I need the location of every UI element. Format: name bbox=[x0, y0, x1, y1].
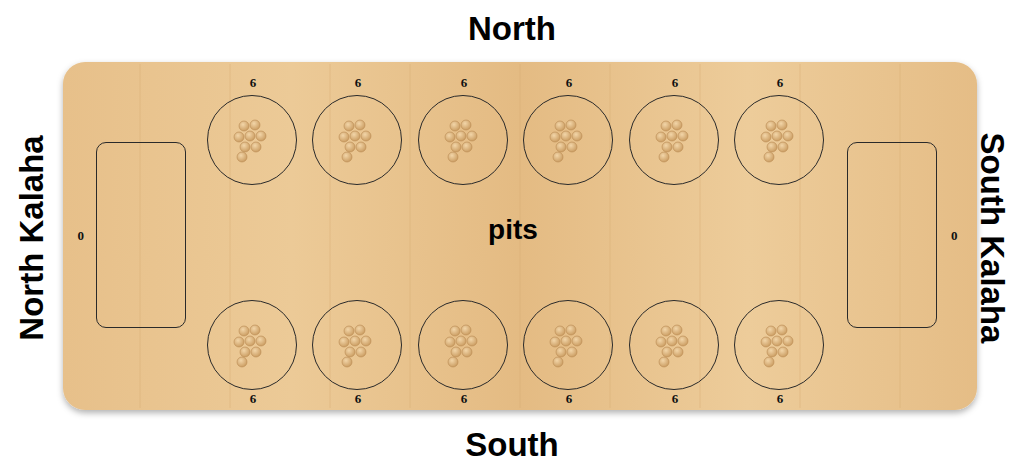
board-pit: 6 bbox=[207, 300, 297, 390]
kalaha-store: 0 bbox=[96, 142, 186, 328]
seed-count: 6 bbox=[461, 76, 468, 90]
seed-count: 6 bbox=[355, 392, 362, 406]
board-pit: 6 bbox=[312, 95, 402, 185]
seed-count: 6 bbox=[672, 76, 679, 90]
board-pit: 6 bbox=[207, 95, 297, 185]
seed-count: 6 bbox=[355, 76, 362, 90]
board-pit: 6 bbox=[629, 300, 719, 390]
seed-count: 6 bbox=[777, 76, 784, 90]
board-pit: 6 bbox=[523, 300, 613, 390]
store-label: North Kalaha bbox=[13, 135, 51, 340]
store-label: South Kalaha bbox=[973, 133, 1011, 344]
kalaha-store: 0 bbox=[847, 142, 937, 328]
board-label: pits bbox=[488, 214, 538, 246]
seed-count: 6 bbox=[250, 392, 257, 406]
seed-count: 6 bbox=[250, 76, 257, 90]
board-pit: 6 bbox=[523, 95, 613, 185]
board-pit: 6 bbox=[734, 95, 824, 185]
seed-count: 6 bbox=[566, 392, 573, 406]
seed-count: 6 bbox=[672, 392, 679, 406]
compass-label: North bbox=[468, 10, 556, 48]
board-pit: 6 bbox=[629, 95, 719, 185]
kalah-board: pits06666660666666 bbox=[63, 62, 977, 410]
compass-label: South bbox=[465, 426, 558, 464]
board-pit: 6 bbox=[418, 95, 508, 185]
seed-count: 0 bbox=[951, 229, 958, 243]
seed-count: 6 bbox=[461, 392, 468, 406]
board-pit: 6 bbox=[418, 300, 508, 390]
seed-count: 6 bbox=[777, 392, 784, 406]
seed-count: 6 bbox=[566, 76, 573, 90]
board-pit: 6 bbox=[734, 300, 824, 390]
board-pit: 6 bbox=[312, 300, 402, 390]
seed-count: 0 bbox=[78, 229, 85, 243]
